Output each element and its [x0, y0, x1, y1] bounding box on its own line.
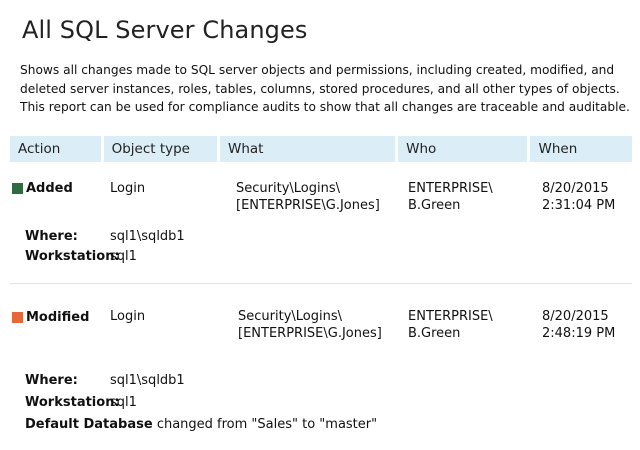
action-label: Added — [26, 181, 73, 196]
what-cell: Security\Logins\ [ENTERPRISE\G.Jones] — [238, 308, 382, 342]
who-line: B.Green — [408, 198, 461, 213]
row-divider — [10, 283, 632, 284]
where-value: sql1\sqldb1 — [110, 373, 185, 388]
workstation-label: Workstation: — [25, 395, 120, 410]
where-label: Where: — [25, 229, 78, 244]
what-line: [ENTERPRISE\G.Jones] — [238, 326, 382, 341]
report-description: Shows all changes made to SQL server obj… — [20, 63, 630, 114]
who-cell: ENTERPRISE\ B.Green — [408, 180, 493, 214]
who-line: ENTERPRISE\ — [408, 181, 493, 196]
workstation-value: sql1 — [110, 249, 137, 264]
column-header-what[interactable]: What — [220, 136, 396, 162]
who-line: ENTERPRISE\ — [408, 309, 493, 324]
report-title: All SQL Server Changes — [22, 16, 308, 44]
action-label: Modified — [26, 310, 90, 325]
action-cell: Added — [12, 180, 73, 197]
what-line: Security\Logins\ — [236, 181, 340, 196]
who-cell: ENTERPRISE\ B.Green — [408, 308, 493, 342]
what-line: [ENTERPRISE\G.Jones] — [236, 198, 380, 213]
when-time: 2:48:19 PM — [542, 326, 616, 341]
action-cell: Modified — [12, 309, 89, 326]
what-cell: Security\Logins\ [ENTERPRISE\G.Jones] — [236, 180, 380, 214]
where-value: sql1\sqldb1 — [110, 229, 185, 244]
object-type-cell: Login — [110, 181, 146, 196]
workstation-value: sql1 — [110, 395, 137, 410]
table-header: Action Object type What Who When — [10, 136, 632, 162]
when-date: 8/20/2015 — [542, 309, 609, 324]
who-line: B.Green — [408, 326, 461, 341]
when-cell: 8/20/2015 2:48:19 PM — [542, 308, 615, 342]
change-detail-label: Default Database — [25, 417, 153, 432]
column-header-object-type[interactable]: Object type — [103, 136, 217, 162]
column-header-action[interactable]: Action — [10, 136, 101, 162]
added-status-icon — [12, 183, 23, 194]
workstation-label: Workstation: — [25, 249, 120, 264]
column-header-when[interactable]: When — [530, 136, 632, 162]
where-label: Where: — [25, 373, 78, 388]
change-detail-text: changed from "Sales" to "master" — [156, 417, 378, 432]
when-cell: 8/20/2015 2:31:04 PM — [542, 180, 615, 214]
when-time: 2:31:04 PM — [542, 198, 616, 213]
object-type-cell: Login — [110, 309, 146, 324]
what-line: Security\Logins\ — [238, 309, 342, 324]
when-date: 8/20/2015 — [542, 181, 609, 196]
modified-status-icon — [12, 312, 23, 323]
column-header-who[interactable]: Who — [398, 136, 528, 162]
change-detail: Default Database changed from "Sales" to… — [25, 416, 377, 433]
